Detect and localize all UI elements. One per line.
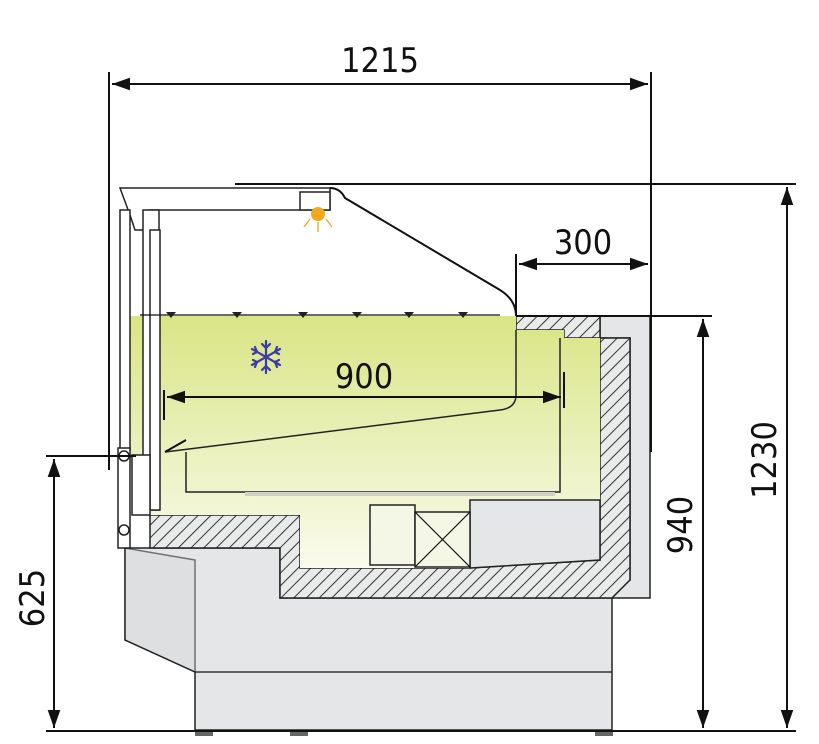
storage-compartment: [369, 499, 601, 569]
dimension-lines: [46, 72, 796, 732]
rear-pillar: [149, 229, 161, 511]
dim-display-depth: 900: [335, 357, 393, 397]
lamp-icon: [299, 191, 333, 232]
front-glazing: [117, 187, 517, 549]
dim-overall-width: 1215: [341, 41, 419, 81]
dim-rear-depth: 300: [554, 223, 612, 263]
dim-counter-height: 940: [661, 496, 701, 554]
snowflake-icon: [250, 339, 282, 375]
front-lip: [131, 454, 151, 516]
deck-support: [245, 492, 555, 496]
foot-mid: [290, 730, 308, 736]
front-knob: [118, 524, 130, 536]
air-nozzles: [140, 312, 500, 318]
foot-left: [195, 730, 213, 736]
storage-box: [369, 504, 416, 566]
foot-right: [595, 730, 613, 736]
dim-front-height: 625: [13, 569, 53, 627]
front-frame: [119, 209, 131, 451]
base-cabinet: [124, 547, 613, 736]
dim-overall-height: 1230: [745, 421, 785, 499]
